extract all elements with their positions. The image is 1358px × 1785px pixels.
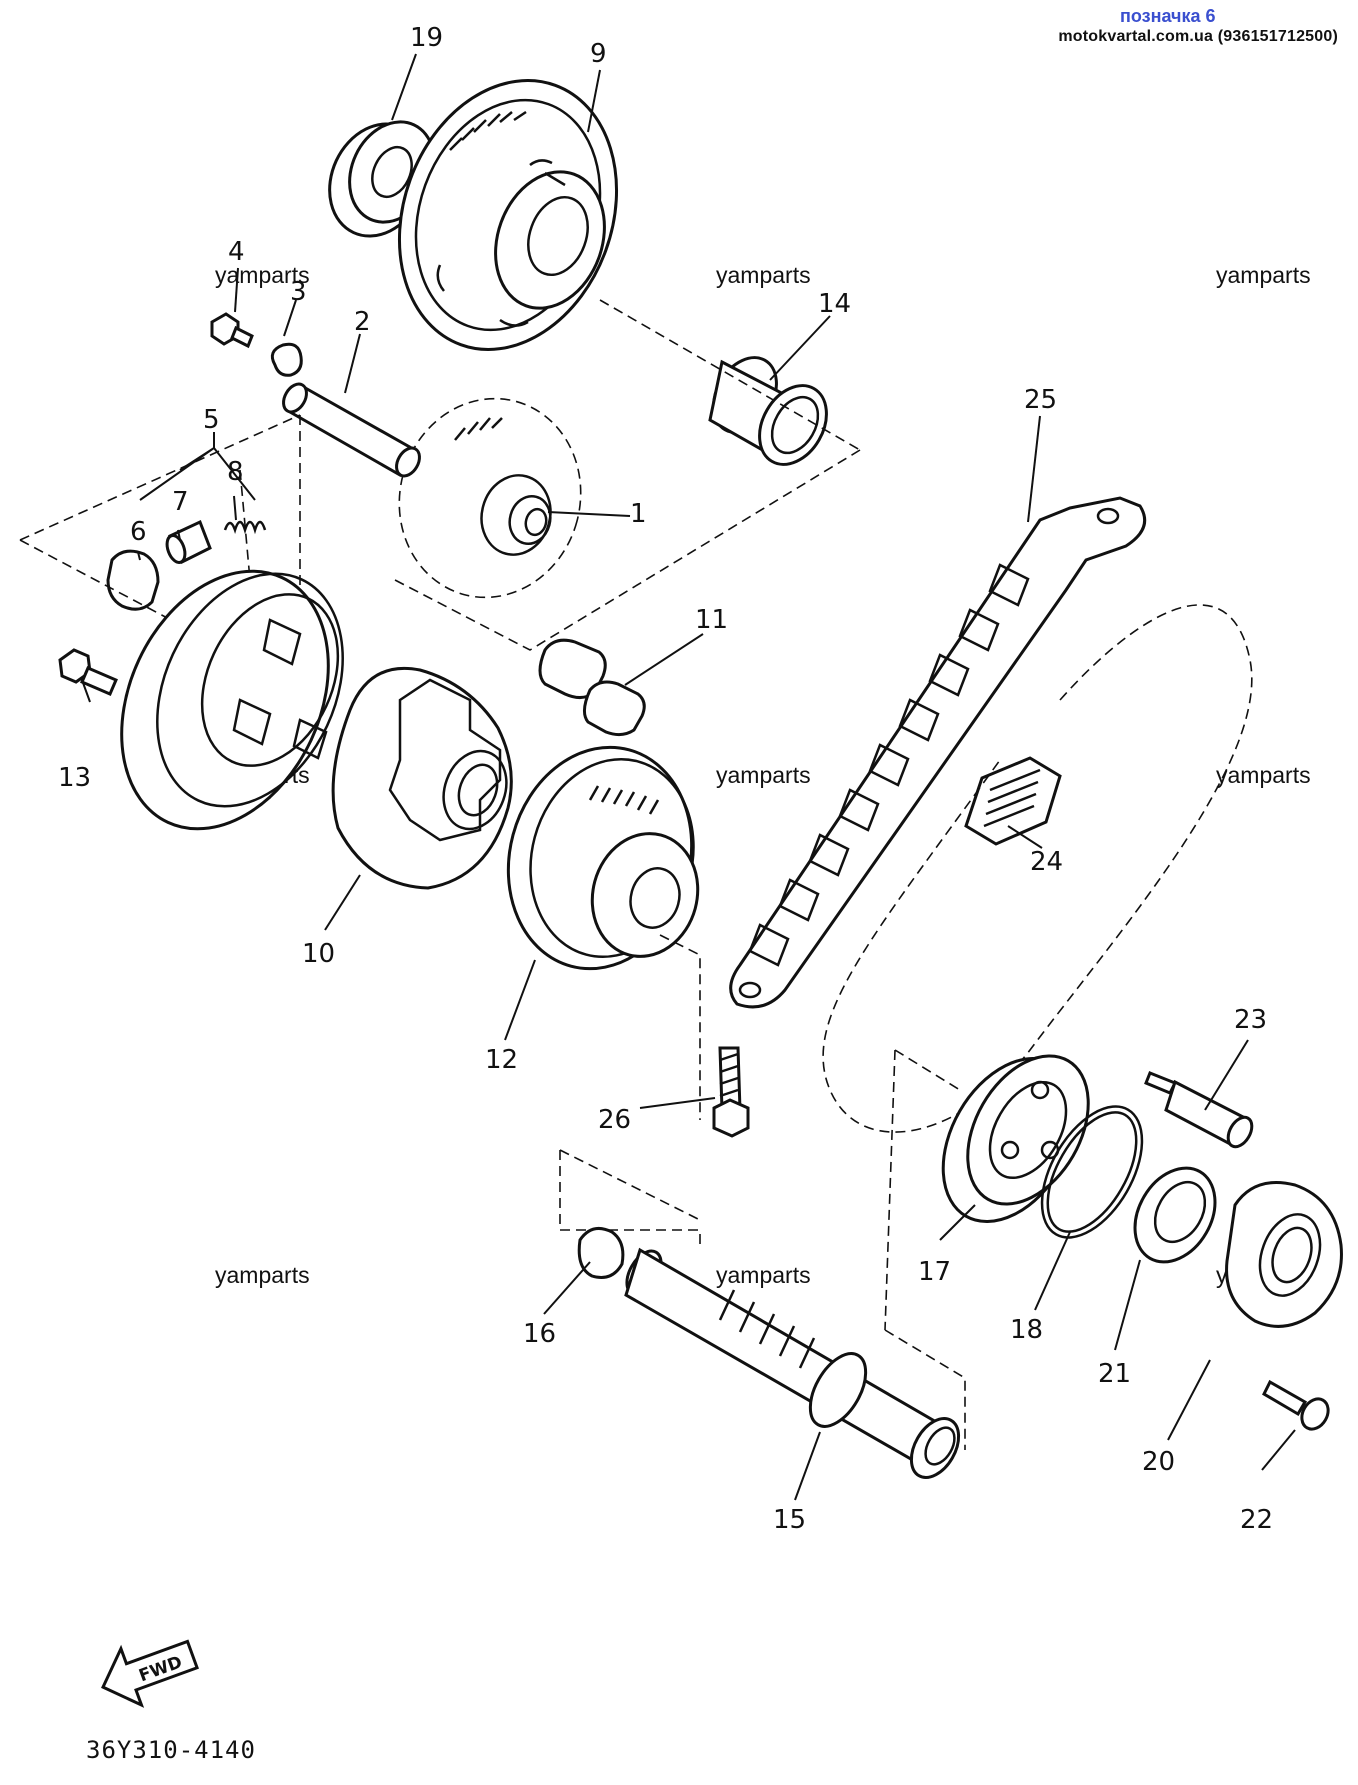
callout-23: 23 <box>1234 1005 1267 1035</box>
screw-22 <box>1262 1379 1330 1431</box>
shaft-2 <box>282 382 421 478</box>
leader-lines <box>81 53 1296 1501</box>
oring-18 <box>1040 1105 1144 1239</box>
callout-13: 13 <box>58 763 91 793</box>
callout-21: 21 <box>1098 1359 1131 1389</box>
callout-6: 6 <box>130 517 147 547</box>
callout-15: 15 <box>773 1505 806 1535</box>
block-24 <box>964 756 1062 846</box>
callout-9: 9 <box>590 39 607 69</box>
callout-7: 7 <box>172 487 189 517</box>
bolt-26 <box>712 1046 750 1138</box>
assembly-line <box>884 1049 966 1450</box>
callout-16: 16 <box>523 1319 556 1349</box>
watermark: yamparts <box>716 762 811 788</box>
watermark: yamparts <box>215 1262 310 1288</box>
callout-14: 14 <box>818 289 851 319</box>
callout-20: 20 <box>1142 1447 1175 1477</box>
gear-1 <box>398 397 582 599</box>
watermark: yamparts <box>716 1262 811 1288</box>
callout-2: 2 <box>354 307 371 337</box>
header-link[interactable]: позначка 6 <box>1120 6 1216 26</box>
watermark: yamparts <box>215 262 310 288</box>
pin-23 <box>1144 1071 1254 1149</box>
callout-17: 17 <box>918 1257 951 1287</box>
callout-10: 10 <box>302 939 335 969</box>
spring-8 <box>223 520 267 535</box>
plug-16 <box>577 1226 625 1279</box>
watermark: yamparts <box>1216 262 1311 288</box>
fwd-arrow: FWD <box>101 1639 199 1708</box>
bolt-13 <box>58 648 118 696</box>
bearing-17 <box>941 1054 1090 1224</box>
gear-12 <box>506 745 700 971</box>
shaft-15 <box>624 1247 961 1479</box>
assembly-line <box>19 414 301 801</box>
clutch-housing <box>120 569 344 831</box>
callout-12: 12 <box>485 1045 518 1075</box>
bushing-14 <box>708 356 828 466</box>
assembly-line <box>394 299 861 651</box>
callout-26: 26 <box>598 1105 631 1135</box>
watermark: yamparts <box>716 262 811 288</box>
gear-9 <box>397 79 619 351</box>
callout-22: 22 <box>1240 1505 1273 1535</box>
chain-guide-25 <box>729 496 1147 1009</box>
callout-numbers: 1 2 3 4 5 6 7 8 9 10 11 12 13 14 15 16 1… <box>58 23 1273 1535</box>
seal-21 <box>1133 1166 1217 1264</box>
bolt-4 <box>210 312 254 349</box>
callout-3: 3 <box>290 277 307 307</box>
chain-loop <box>822 604 1253 1133</box>
callout-18: 18 <box>1010 1315 1043 1345</box>
callout-1: 1 <box>630 499 647 529</box>
callout-8: 8 <box>227 457 244 487</box>
watermark: yamparts <box>1216 762 1311 788</box>
header-site: motokvartal.com.ua (936151712500) <box>1058 28 1338 45</box>
plate-20 <box>1225 1181 1343 1328</box>
roller-11 <box>538 638 646 737</box>
assembly-line <box>559 934 701 1250</box>
pin-7 <box>165 519 212 565</box>
spacer-6 <box>106 549 160 611</box>
plate-3 <box>270 342 303 377</box>
diagram-code: 36Y310-4140 <box>86 1736 256 1764</box>
callout-5: 5 <box>203 405 220 435</box>
callout-25: 25 <box>1024 385 1057 415</box>
callout-4: 4 <box>228 237 245 267</box>
callout-19: 19 <box>410 23 443 53</box>
callout-24: 24 <box>1030 847 1063 877</box>
callout-11: 11 <box>695 605 728 635</box>
clutch-10 <box>331 666 513 890</box>
